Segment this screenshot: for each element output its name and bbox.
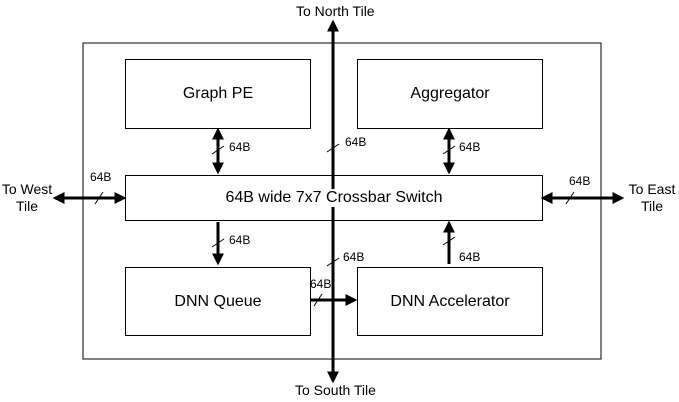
dnn-accelerator-label: DNN Accelerator [390,292,510,310]
bus-width-label: 64B [345,135,367,149]
north-port-label: To North Tile [296,3,375,19]
east-port-label-line1: To East [628,181,676,197]
south-port-label: To South Tile [295,382,376,398]
aggregator-block: Aggregator [357,59,543,129]
west-port-label-line1: To West [1,181,53,197]
bus-width-label: 64B [310,277,332,291]
bus-width-label: 64B [229,233,251,247]
bus-width-label: 64B [90,170,112,184]
graph-pe-label: Graph PE [182,85,254,102]
crossbar-switch-label: 64B wide 7x7 Crossbar Switch [223,189,445,207]
bus-width-label: 64B [459,140,481,154]
dnn-queue-label: DNN Queue [174,292,262,310]
east-port-label: To East Tile [625,181,679,215]
west-port-label: To West Tile [0,181,54,215]
bus-width-label: 64B [569,174,591,188]
bus-width-label: 64B [459,250,481,264]
bus-width-label: 64B [229,140,251,154]
bus-width-ticks [94,143,575,307]
graph-pe-block: Graph PE [125,59,311,129]
east-port-label-line2: Tile [640,198,664,214]
dnn-accelerator-block: DNN Accelerator [357,267,543,336]
aggregator-label: Aggregator [410,85,490,102]
crossbar-switch-block: 64B wide 7x7 Crossbar Switch [125,175,543,221]
bus-width-label: 64B [343,250,365,264]
dnn-queue-block: DNN Queue [125,267,311,336]
west-port-label-line2: Tile [15,198,39,214]
